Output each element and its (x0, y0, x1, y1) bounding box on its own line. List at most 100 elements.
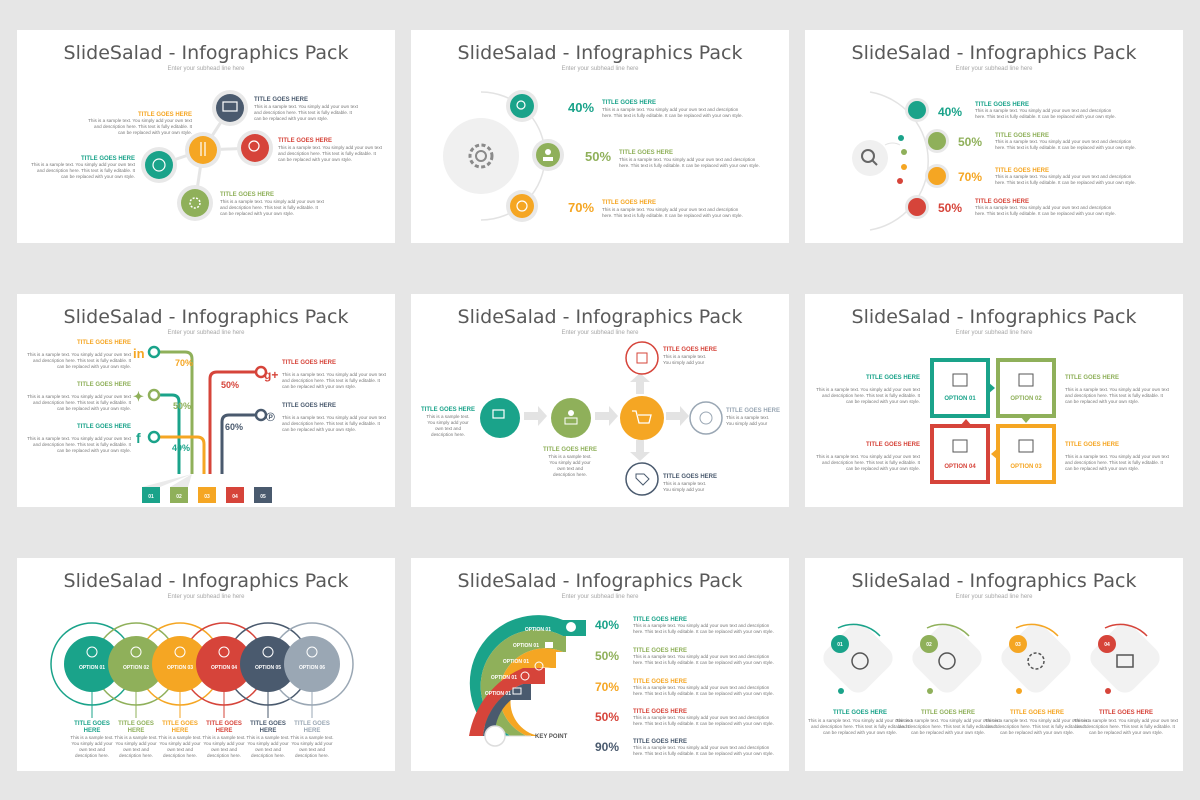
diagram-label: TITLE GOES HERE (975, 199, 1029, 205)
diagram-label: can be replaced with your own style. (282, 384, 356, 389)
diagram-label: This is a sample text. You simply add yo… (619, 157, 756, 162)
diagram-label: This is a sample text. You simply add yo… (633, 745, 770, 750)
diagram-label: own text and (79, 747, 105, 752)
diagram-label: TITLE GOES HERE (921, 710, 975, 716)
slide-8[interactable]: SlideSalad - Infographics Pack Enter you… (411, 558, 789, 771)
diagram-label: TITLE GOES HERE (77, 424, 131, 430)
diagram-label: can be replaced with your own style. (846, 466, 920, 471)
diagram-label: This is a sample text. (114, 735, 157, 740)
diagram-label: This is a sample text. You simply add yo… (975, 108, 1112, 113)
diagram-label: TITLE GOES HERE (663, 347, 717, 353)
diagram-label: HERE (128, 728, 145, 734)
diagram-label: TITLE GOES HERE (866, 442, 920, 448)
diagram-label: own text and (435, 426, 461, 431)
diagram-label: TITLE GOES HERE (81, 156, 135, 162)
diagram-label: This is a sample text. You simply add yo… (27, 352, 132, 357)
diagram-label: This is a sample text. You simply add yo… (975, 205, 1112, 210)
diagram-label: OPTION 01 (525, 627, 551, 633)
diagram-label: 60% (225, 422, 243, 432)
key-icon (86, 646, 98, 658)
diagram-label: TITLE GOES HERE (278, 138, 332, 144)
diagram-label: and description here. This text is fully… (282, 421, 381, 426)
diagram-label: description here. (75, 753, 109, 758)
diagram-label: can be replaced with your own style. (254, 116, 328, 121)
slide-4[interactable]: SlideSalad - Infographics Pack Enter you… (17, 294, 395, 507)
slide-1[interactable]: SlideSalad - Infographics Pack Enter you… (17, 30, 395, 243)
diagram-label: TITLE GOES HERE (833, 710, 887, 716)
head-gear-icon (938, 652, 956, 670)
diagram-label: OPTION 02 (123, 665, 149, 671)
diagram-label: OPTION 01 (485, 691, 511, 697)
diagram-label: 40% (568, 100, 594, 115)
diagram-label: can be replaced with your own style. (282, 427, 356, 432)
diagram-label: This is a sample text. (246, 735, 289, 740)
slide-5[interactable]: SlideSalad - Infographics Pack Enter you… (411, 294, 789, 507)
rocket-icon (1116, 654, 1134, 668)
diagram-label: 50% (595, 649, 619, 663)
diagram-label: This is a sample text. (548, 454, 591, 459)
slide-9[interactable]: SlideSalad - Infographics Pack Enter you… (805, 558, 1183, 771)
diagram-label: This is a sample text. You simply add yo… (808, 718, 913, 723)
chain-circles-diagram: OPTION 01 OPTION 02 OPTION 03 OPTION 04 … (50, 622, 354, 758)
slide-title: SlideSalad - Infographics Pack (457, 42, 743, 64)
person-icon (262, 646, 274, 658)
diagram-label: 40% (938, 105, 962, 119)
diagram-label: can be replaced with your own style. (278, 157, 352, 162)
diagram-label: This is a sample text. (290, 735, 333, 740)
diagram-label: 50% (221, 380, 239, 390)
diagram-label: can be replaced with your own style. (57, 406, 131, 411)
diagram-label: OPTION 01 (513, 643, 539, 649)
person-icon (625, 341, 659, 375)
laptop-icon (216, 94, 244, 122)
diagram-label: 40% (172, 443, 190, 453)
diagram-label: and description here. This text is fully… (822, 393, 921, 398)
diagram-label: You simply add your (663, 487, 705, 492)
diagram-label: 90% (595, 740, 619, 754)
head-gear-icon (145, 151, 173, 179)
diagram-label: This is a sample text. You simply add yo… (282, 415, 387, 420)
diagram-label: here. This text is fully editable. It ca… (995, 145, 1136, 150)
diagram-label: and description here. This text is fully… (254, 110, 353, 115)
slide-6[interactable]: SlideSalad - Infographics Pack Enter you… (805, 294, 1183, 507)
diagram-label: own text and (167, 747, 193, 752)
diagram-label: This is a sample text. You simply add yo… (27, 394, 132, 399)
key-icon (851, 652, 869, 670)
diagram-label: and description here. This text is fully… (822, 460, 921, 465)
diagram-label: and description here. This text is fully… (811, 724, 910, 729)
diagram-label: can be replaced with your own style. (220, 211, 294, 216)
gear-icon (306, 646, 318, 658)
magnifier-icon (510, 94, 534, 118)
diagram-label: TITLE GOES HERE (633, 679, 687, 685)
diagram-label: description here. (207, 753, 241, 758)
diagram-label: OPTION 01 (491, 675, 517, 681)
numbered-diamond-diagram: 01 02 03 04 TITLE GOES HERE This is a sa… (808, 623, 1179, 735)
diagram-label: own text and (211, 747, 237, 752)
diagram-label: here. This text is fully editable. It ca… (633, 629, 774, 634)
slide-subtitle: Enter your subhead line here (955, 594, 1033, 600)
diagram-label: This is a sample text. You simply add yo… (602, 107, 739, 112)
diagram-label: This is a sample text. You simply add yo… (282, 372, 387, 377)
eye-icon (1018, 373, 1034, 387)
diagram-label: You simply add your (115, 741, 157, 746)
slide-title: SlideSalad - Infographics Pack (63, 42, 349, 64)
diagram-label: description here. (553, 472, 587, 477)
slide-3[interactable]: SlideSalad - Infographics Pack Enter you… (805, 30, 1183, 243)
diagram-label: TITLE GOES (206, 721, 242, 727)
slide-2[interactable]: SlideSalad - Infographics Pack Enter you… (411, 30, 789, 243)
diagram-label: 01 (148, 494, 154, 500)
diagram-label: can be replaced with your own style. (823, 730, 897, 735)
gear-icon (1018, 439, 1034, 453)
bell-icon (908, 198, 926, 216)
diagram-label: TITLE GOES HERE (220, 192, 274, 198)
diagram-label: This is a sample text. You simply add yo… (633, 623, 770, 628)
diagram-label: 70% (958, 170, 982, 184)
diagram-label: OPTION 02 (1010, 396, 1042, 402)
cart-process-diagram: TITLE GOES HERE This is a sample text. Yo… (421, 341, 780, 496)
slide-title: SlideSalad - Infographics Pack (851, 306, 1137, 328)
slide-7[interactable]: SlideSalad - Infographics Pack Enter you… (17, 558, 395, 771)
diagram-label: TITLE GOES HERE (138, 112, 192, 118)
diagram-label: TITLE GOES (294, 721, 330, 727)
gear-icon (1027, 652, 1045, 670)
tag-icon (174, 646, 186, 658)
diagram-label: OPTION 04 (944, 464, 976, 470)
